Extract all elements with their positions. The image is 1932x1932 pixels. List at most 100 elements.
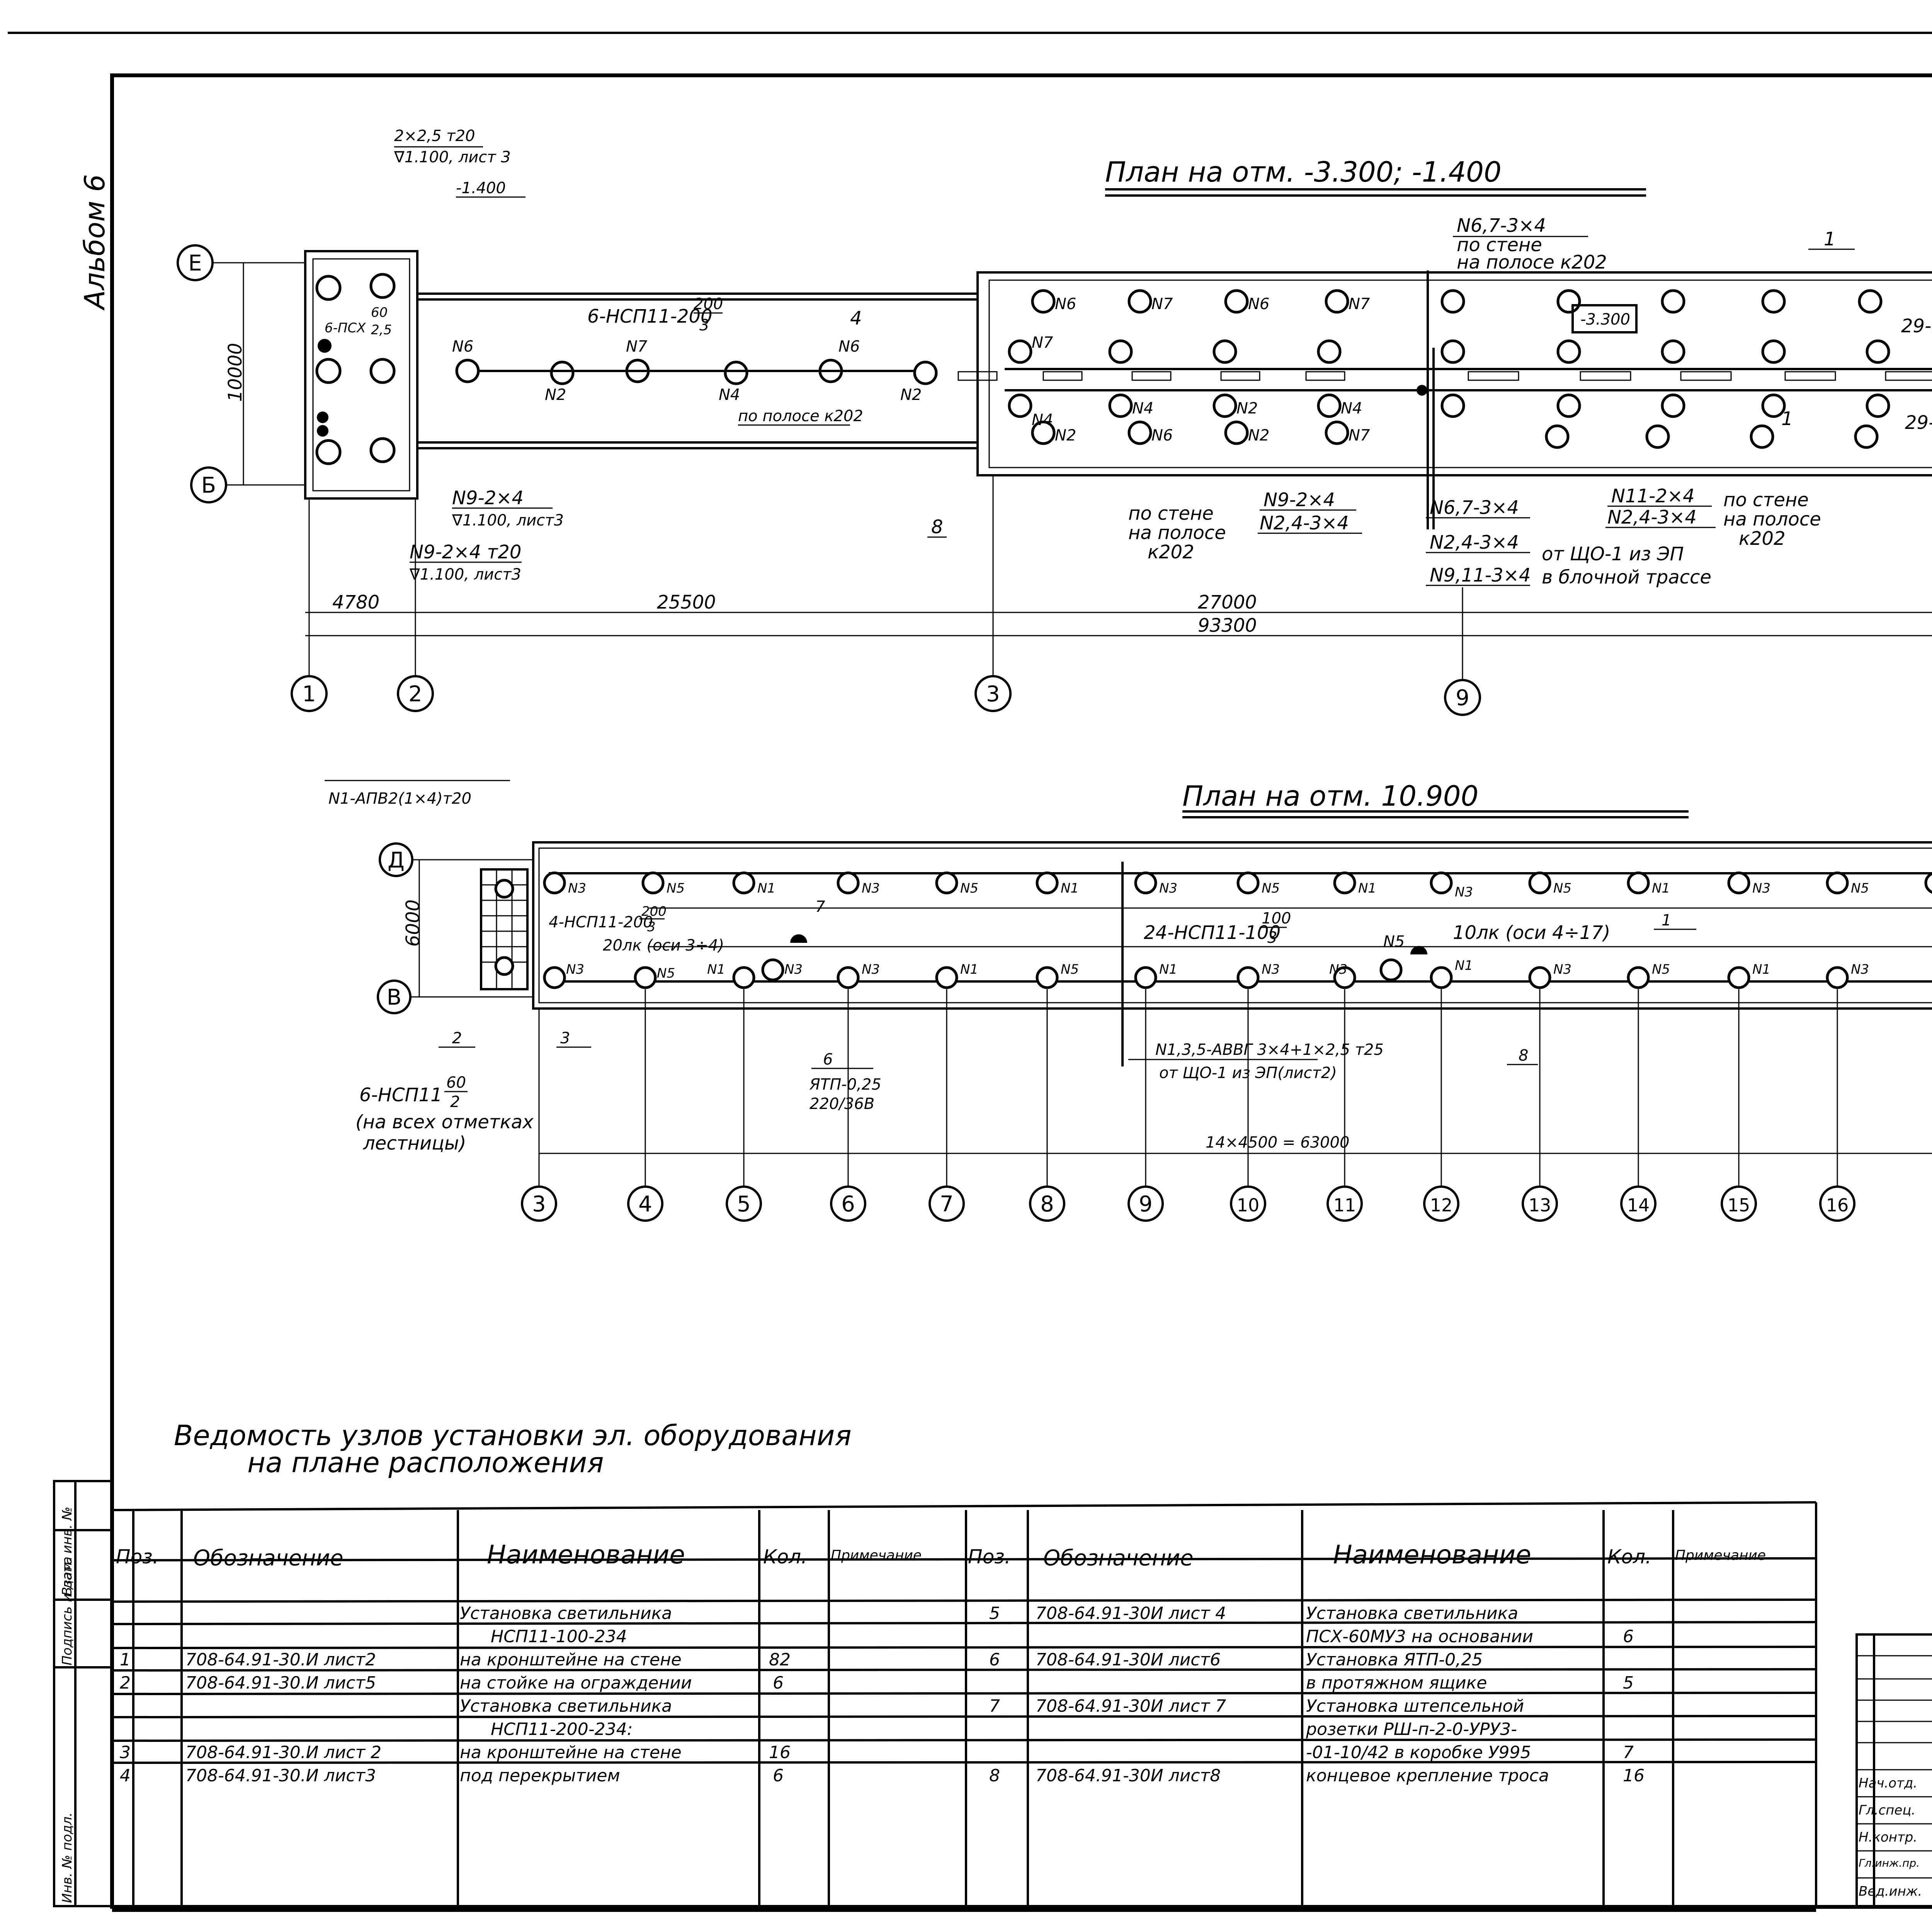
svg-text:N5: N5 [1553,881,1571,896]
svg-text:N6: N6 [452,338,473,355]
svg-text:N6,7-3×4: N6,7-3×4 [1430,497,1519,519]
svg-text:29-НСП11: 29-НСП11 [1901,315,1932,337]
svg-text:1: 1 [302,682,316,707]
svg-text:N7: N7 [1032,334,1053,352]
svg-text:∇1.100, лист3: ∇1.100, лист3 [452,512,564,529]
sheet-frame [8,32,1932,1909]
lamps-row-top [1031,289,1883,314]
svg-text:на полосе: на полосе [1128,522,1226,544]
svg-text:N6: N6 [1248,295,1269,313]
svg-text:N7: N7 [626,338,648,355]
table-row: розетки РШ-п-2-0-УРУ3- [1306,1719,1517,1739]
svg-text:15: 15 [1728,1195,1750,1216]
svg-text:N3: N3 [1752,881,1770,896]
stamp-inv-original: Инв. № подл. [60,1812,75,1903]
svg-text:7: 7 [940,1192,954,1217]
svg-text:3: 3 [699,316,709,334]
svg-text:2: 2 [452,1029,462,1047]
role-row: Вед.инж. Смирнова [1859,1884,1922,1899]
svg-text:3: 3 [532,1192,546,1217]
svg-text:N2: N2 [900,386,922,404]
row-axis-B: Б [201,473,216,498]
svg-text:200: 200 [641,904,667,919]
svg-text:N9-2×4: N9-2×4 [1264,489,1335,511]
svg-text:4: 4 [638,1192,652,1217]
table-row: 1 708-64.91-30.И лист2 на кронштейне на … [120,1650,791,1670]
svg-text:-1.400: -1.400 [456,179,506,197]
svg-text:N1-АПВ2(1×4)т20: N1-АПВ2(1×4)т20 [328,790,471,808]
svg-text:N1: N1 [1061,881,1079,896]
svg-text:по стене: по стене [1457,234,1542,256]
svg-text:2: 2 [450,1093,460,1111]
svg-text:по стене: по стене [1128,503,1214,524]
lamps-row-top-10900 [543,871,1932,895]
svg-text:N7: N7 [1151,295,1173,313]
row-axis-E: Е [188,251,202,276]
table-row: 6 708-64.91-30И лист6 Установка ЯТП-0,25 [989,1650,1483,1670]
svg-text:N5: N5 [1851,881,1869,896]
svg-text:2×2,5 т20: 2×2,5 т20 [394,127,475,145]
header-qty-right: Кол. [1607,1546,1651,1568]
svg-text:N3: N3 [862,962,880,977]
svg-text:8: 8 [1519,1047,1528,1065]
schedule-title-2: на плане расположения [247,1446,604,1479]
plan2-title: План на отм. 10.900 [1182,780,1478,812]
svg-text:24-НСП11-100: 24-НСП11-100 [1144,922,1281,944]
plan1-title: План на отм. -3.300; -1.400 [1105,156,1502,188]
header-name-left: Наименование [487,1540,685,1570]
svg-text:4780: 4780 [332,592,379,613]
svg-text:3: 3 [647,919,656,935]
row-axis-D: Д [388,848,405,873]
table-row: НСП11-200-234: [491,1719,633,1739]
svg-text:N11-2×4: N11-2×4 [1611,485,1695,507]
svg-text:13: 13 [1529,1195,1551,1216]
role-row: Нач.отд. Кринский [1859,1776,1918,1791]
svg-text:N4: N4 [719,386,740,404]
svg-text:N3: N3 [566,962,584,977]
svg-text:5: 5 [737,1192,751,1217]
svg-text:N7: N7 [1349,295,1370,313]
stair-lamps-label: 6-ПСХ [325,320,366,336]
svg-text:N2: N2 [545,386,566,404]
svg-text:в блочной трассе: в блочной трассе [1542,566,1711,588]
svg-text:N5: N5 [1383,933,1405,951]
svg-text:N1: N1 [1159,962,1177,977]
svg-text:11: 11 [1333,1195,1356,1216]
svg-text:N5: N5 [667,881,685,896]
svg-text:N1: N1 [1652,881,1670,896]
svg-text:N2,4-3×4: N2,4-3×4 [1607,507,1697,528]
plan-2: План на отм. 10.900 N1-АПВ2(1×4)т20 Д В … [325,780,1932,1222]
svg-text:N4: N4 [1341,400,1362,417]
svg-text:N6,7-3×4: N6,7-3×4 [1457,215,1546,236]
cable-bars [957,371,1932,381]
svg-text:(на всех отметках: (на всех отметках [355,1111,534,1133]
row-axis-V: В [387,985,401,1010]
title-block: Привязан Инв. № 708-64.91- 30 Хранилище … [1855,1633,1932,1908]
svg-text:по полосе к202: по полосе к202 [738,407,863,425]
header-note-left: Примечание [831,1548,922,1563]
svg-text:6: 6 [841,1192,855,1217]
svg-text:200: 200 [694,295,723,313]
table-row: -01-10/42 в коробке У995 7 [1306,1743,1634,1762]
album-label: Альбом 6 [78,174,111,311]
role-row: Н.контр. Фуст [1859,1830,1918,1845]
header-pos-right: Поз. [968,1546,1011,1568]
table-row: 7 708-64.91-30И лист 7 Установка штепсел… [989,1696,1524,1716]
plan2-axis-bubbles: 3 4 5 6 7 8 9 10 11 12 13 14 15 16 17 18… [521,989,1855,1222]
svg-text:N3: N3 [1553,962,1571,977]
header-name-right: Наименование [1333,1540,1531,1570]
svg-text:20лк (оси 3÷4): 20лк (оси 3÷4) [603,937,724,954]
svg-text:по стене: по стене [1723,489,1809,511]
svg-text:N6: N6 [838,338,860,355]
svg-text:N3: N3 [568,881,586,896]
svg-text:N1,3,5-АВВГ 3×4+1×2,5 т25: N1,3,5-АВВГ 3×4+1×2,5 т25 [1155,1041,1384,1059]
svg-text:на полосе к202: на полосе к202 [1457,252,1607,273]
svg-text:16: 16 [1826,1195,1849,1216]
stamp-replaced-inv: Взам. инв. № [60,1507,75,1596]
svg-text:60: 60 [371,305,388,320]
svg-text:N3: N3 [1262,962,1280,977]
svg-text:14: 14 [1627,1195,1650,1216]
svg-text:10: 10 [1237,1195,1260,1216]
svg-text:N2: N2 [1248,427,1269,444]
